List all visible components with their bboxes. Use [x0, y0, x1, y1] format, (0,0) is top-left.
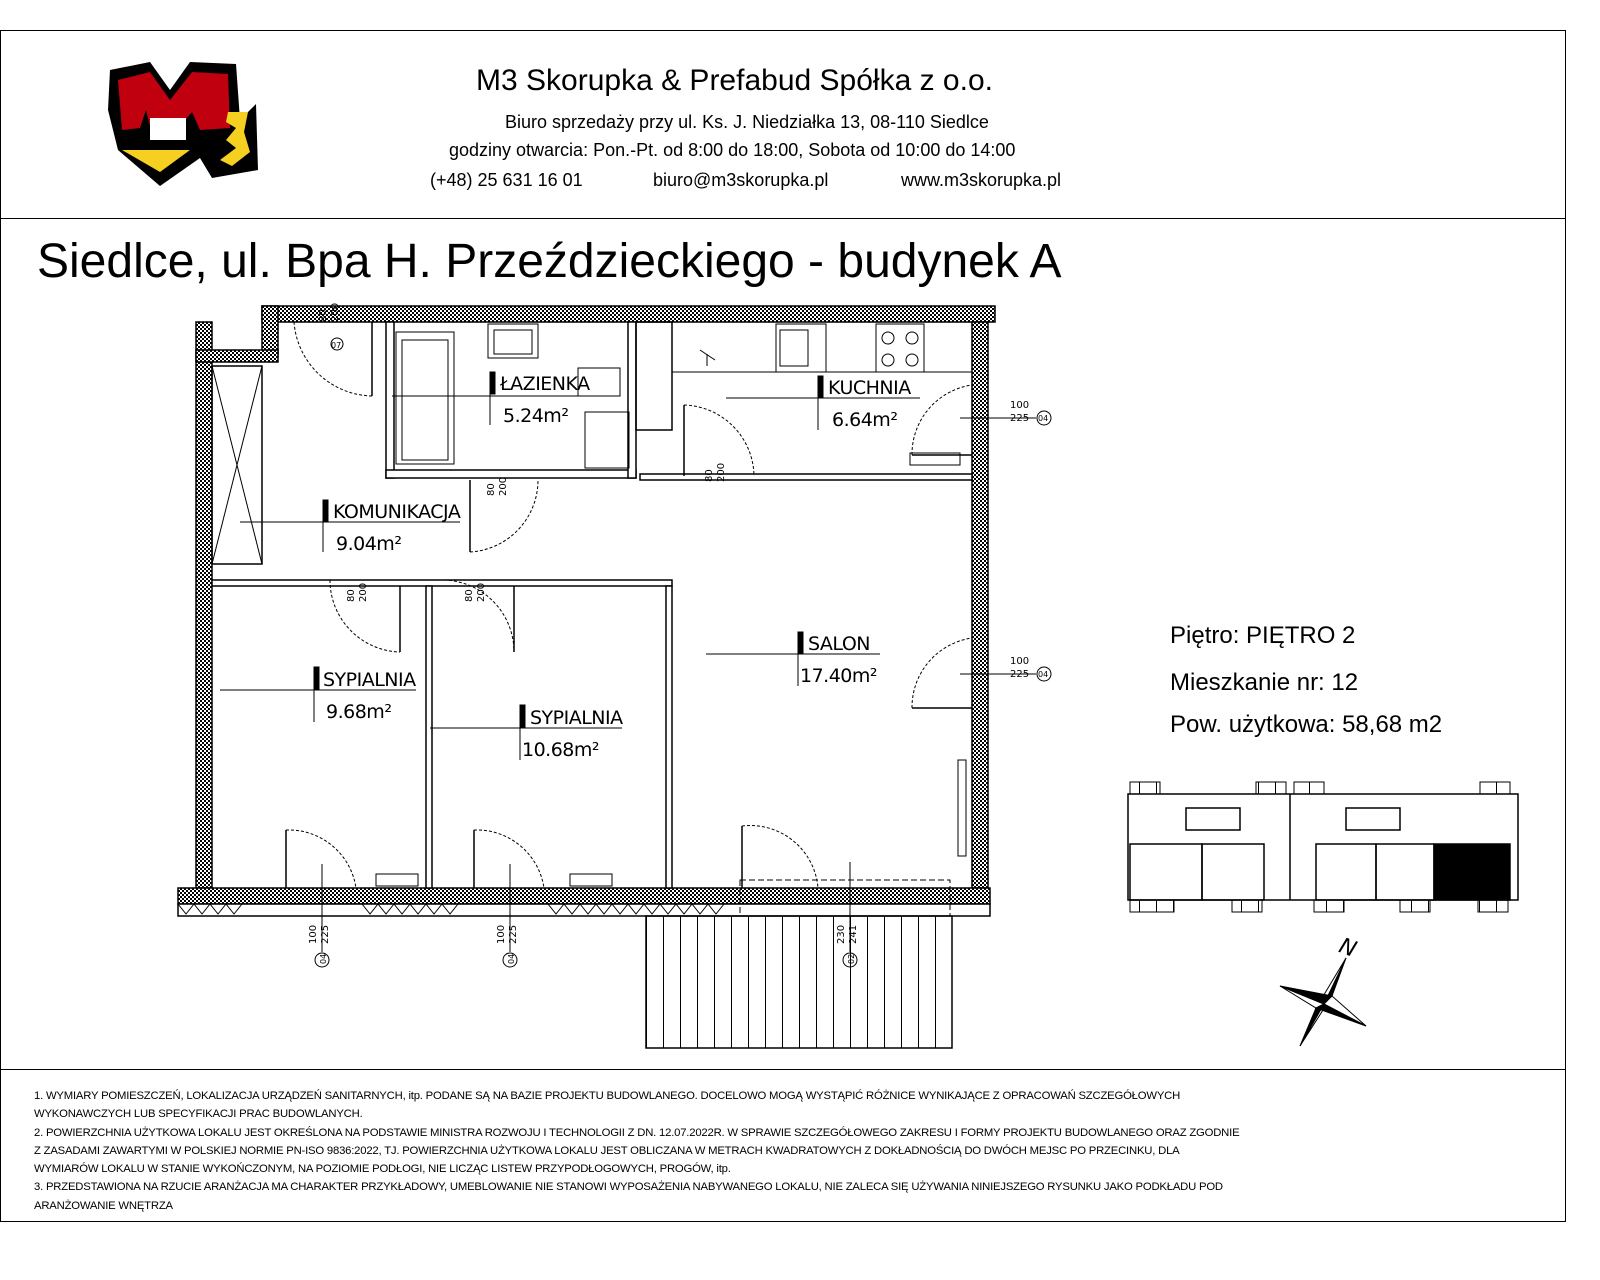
sales-office-address: Biuro sprzedaży przy ul. Ks. J. Niedział…: [505, 112, 989, 132]
website-link[interactable]: www.m3skorupka.pl: [901, 170, 1062, 190]
company-name: M3 Skorupka & Prefabud Spółka z o.o.: [476, 64, 993, 97]
svg-text:SALON: SALON: [808, 633, 870, 655]
header-divider: [0, 218, 1566, 219]
svg-text:9.04m²: 9.04m²: [336, 533, 401, 555]
svg-text:5.24m²: 5.24m²: [503, 405, 568, 427]
room-label-sypialnia-2: SYPIALNIA 10.68m²: [522, 707, 624, 761]
note-line: WYMIARÓW LOKALU W STANIE WYKOŃCZONYM, NA…: [34, 1163, 731, 1176]
company-logo: [108, 62, 258, 186]
footer-notes: 1. WYMIARY POMIESZCZEŃ, LOKALIZACJA URZĄ…: [34, 1087, 1454, 1215]
svg-text:9.68m²: 9.68m²: [326, 701, 391, 723]
balcony: [645, 879, 953, 1049]
room-label-sypialnia-1: SYPIALNIA 9.68m²: [323, 669, 417, 723]
document-frame: [0, 30, 1566, 1222]
phone-number[interactable]: (+48) 25 631 16 01: [430, 170, 583, 190]
svg-text:225: 225: [320, 925, 331, 944]
svg-text:200: 200: [358, 583, 369, 602]
door-leaves: [285, 322, 972, 888]
svg-text:80: 80: [346, 589, 357, 602]
svg-text:225: 225: [1010, 669, 1029, 680]
apartment-number: Mieszkanie nr: 12: [1170, 669, 1359, 696]
svg-text:04: 04: [1038, 670, 1048, 679]
svg-text:100: 100: [308, 925, 319, 944]
svg-text:200: 200: [476, 583, 487, 602]
svg-text:KOMUNIKACJA: KOMUNIKACJA: [333, 501, 461, 523]
room-leaders: [220, 371, 920, 760]
svg-text:SYPIALNIA: SYPIALNIA: [530, 707, 623, 729]
svg-text:10.68m²: 10.68m²: [522, 739, 599, 761]
svg-text:225: 225: [508, 925, 519, 944]
footer-divider: [0, 1069, 1566, 1070]
svg-text:80: 80: [464, 589, 475, 602]
svg-text:225: 225: [1010, 413, 1029, 424]
svg-text:200: 200: [716, 463, 727, 482]
room-label-kuchnia: KUCHNIA 6.64m²: [828, 377, 912, 431]
floor-info: Piętro: PIĘTRO 2: [1170, 622, 1356, 649]
svg-text:04: 04: [507, 954, 516, 964]
svg-text:100: 100: [1010, 656, 1029, 667]
note-line: 1. WYMIARY POMIESZCZEŃ, LOKALIZACJA URZĄ…: [34, 1090, 1181, 1102]
page-title: Siedlce, ul. Bpa H. Przeździeckiego - bu…: [37, 235, 1062, 288]
room-label-salon: SALON 17.40m²: [800, 633, 878, 687]
email-link[interactable]: biuro@m3skorupka.pl: [653, 170, 829, 190]
walls: [177, 305, 996, 917]
note-line: WYKONAWCZYCH LUB SPECYFIKACJI PRAC BUDOW…: [34, 1108, 363, 1121]
fixtures: [375, 323, 972, 887]
room-label-lazienka: ŁAZIENKA 5.24m²: [499, 373, 591, 427]
svg-text:100: 100: [1010, 400, 1029, 411]
note-line: 3. PRZEDSTAWIONA NA RZUCIE ARANŻACJA MA …: [34, 1181, 1223, 1194]
svg-text:SYPIALNIA: SYPIALNIA: [323, 669, 416, 691]
compass-icon: N: [1279, 934, 1367, 1047]
svg-text:KUCHNIA: KUCHNIA: [828, 377, 911, 399]
svg-text:80: 80: [318, 309, 329, 322]
svg-text:N: N: [1336, 934, 1360, 963]
svg-text:80: 80: [486, 483, 497, 496]
svg-text:100: 100: [496, 925, 507, 944]
room-label-komunikacja: KOMUNIKACJA 9.04m²: [333, 501, 461, 555]
usable-area: Pow. użytkowa: 58,68 m2: [1170, 711, 1443, 738]
svg-text:80: 80: [704, 469, 715, 482]
svg-text:04: 04: [319, 954, 328, 964]
building-key-plan: [1127, 781, 1519, 913]
svg-text:04: 04: [1038, 414, 1048, 423]
svg-text:200: 200: [498, 477, 509, 496]
svg-text:ŁAZIENKA: ŁAZIENKA: [499, 373, 590, 395]
svg-text:200: 200: [330, 303, 341, 322]
door-dimensions: 80 200 07 80 200 80 200 80 200 80 200: [318, 303, 727, 602]
opening-hours: godziny otwarcia: Pon.-Pt. od 8:00 do 18…: [449, 140, 1016, 160]
svg-text:17.40m²: 17.40m²: [800, 665, 877, 687]
svg-text:6.64m²: 6.64m²: [832, 409, 897, 431]
doors: [285, 321, 973, 889]
note-line: Z ZASADAMI ZAWARTYMI W POLSKIEJ NORMIE P…: [34, 1144, 1180, 1157]
note-line: ARANŻOWANIE WNĘTRZA: [34, 1199, 173, 1212]
note-line: 2. POWIERZCHNIA UŻYTKOWA LOKALU JEST OKR…: [34, 1126, 1240, 1139]
svg-text:07: 07: [331, 341, 341, 350]
